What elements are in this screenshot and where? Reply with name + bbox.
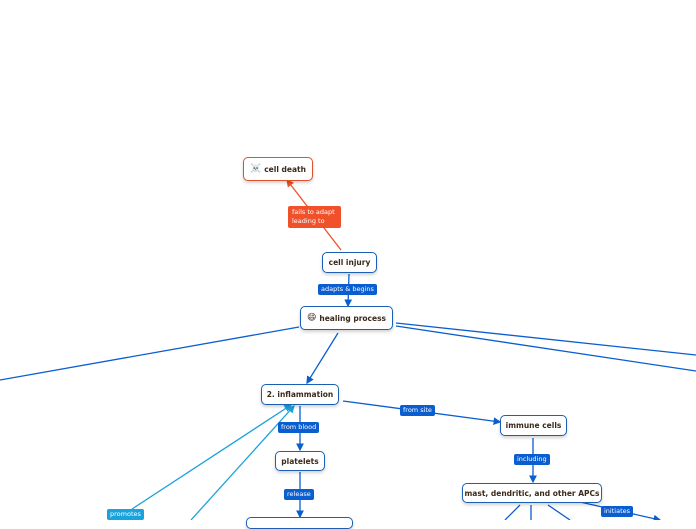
node-immune-cells[interactable]: immune cells xyxy=(500,415,567,436)
edge-healing-right-1 xyxy=(395,322,696,356)
edge-healing-to-inflammation xyxy=(306,332,339,385)
edge-healing-right-2 xyxy=(395,325,696,372)
edge-promotes-2 xyxy=(190,405,295,520)
node-label: immune cells xyxy=(505,421,562,430)
edge-mast-down-1 xyxy=(504,504,521,520)
skull-icon: ☠️ xyxy=(250,164,262,174)
link-initiates[interactable]: initiates xyxy=(601,506,634,517)
link-adapts-begins[interactable]: adapts & begins xyxy=(318,284,377,295)
edge-promotes-1 xyxy=(131,404,293,510)
node-label: healing process xyxy=(319,313,387,323)
node-inflammation[interactable]: 2. inflammation xyxy=(261,384,339,405)
link-from-blood[interactable]: from blood xyxy=(278,422,320,433)
node-label: cell injury xyxy=(328,258,371,267)
node-cell-death[interactable]: ☠️ cell death xyxy=(243,157,313,181)
node-offscreen-bottom[interactable] xyxy=(246,517,353,529)
node-label: cell death xyxy=(264,164,306,174)
link-fails-to-adapt[interactable]: fails to adapt leading to xyxy=(288,206,341,228)
node-mast-cells[interactable]: mast, dendritic, and other APCs xyxy=(462,483,602,503)
edge-healing-left xyxy=(0,326,300,381)
node-label: 2. inflammation xyxy=(266,390,334,399)
grinning-face-icon: 😄 xyxy=(306,313,317,323)
link-from-site[interactable]: from site xyxy=(400,405,435,416)
edge-mast-down-3 xyxy=(547,504,571,520)
link-promotes[interactable]: promotes xyxy=(107,509,144,520)
link-release[interactable]: release xyxy=(284,489,314,500)
node-label: platelets xyxy=(281,456,319,466)
link-including[interactable]: including xyxy=(514,454,550,465)
node-platelets[interactable]: platelets xyxy=(275,451,325,471)
node-healing-process[interactable]: 😄 healing process xyxy=(300,306,393,330)
node-label: mast, dendritic, and other APCs xyxy=(464,488,600,498)
node-cell-injury[interactable]: cell injury xyxy=(322,252,377,273)
